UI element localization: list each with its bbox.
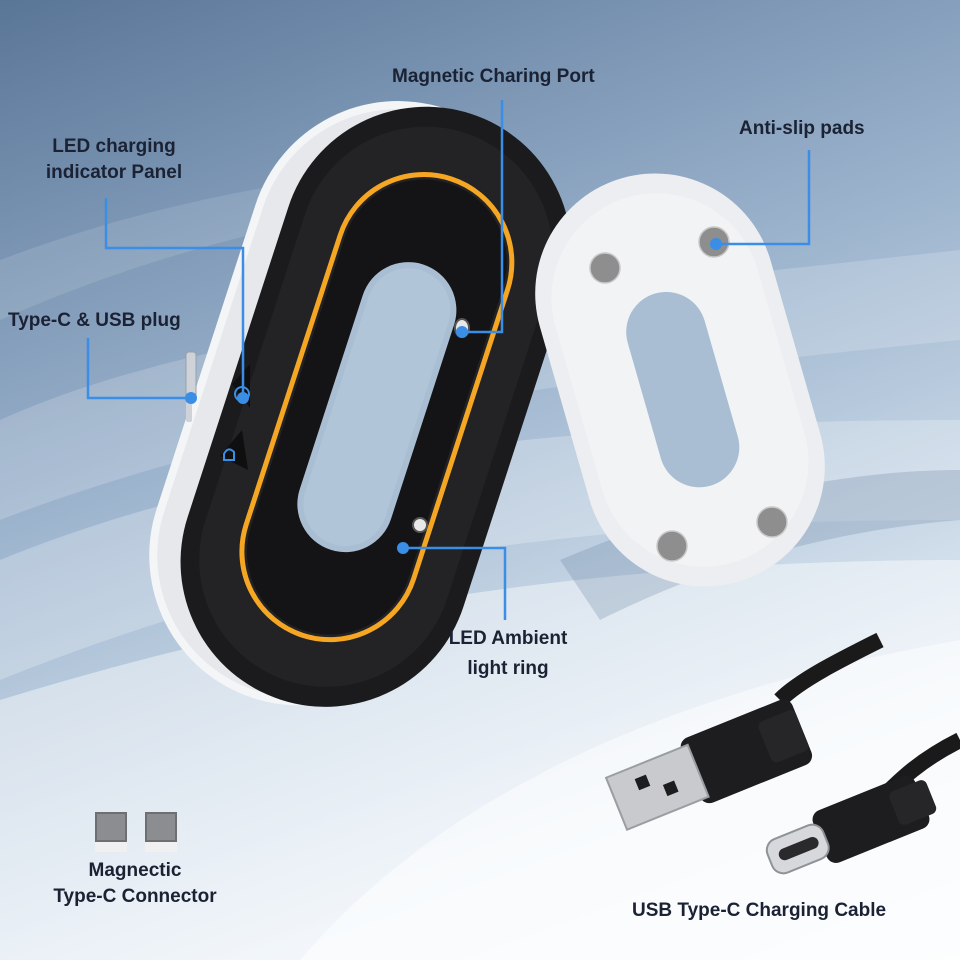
anti-slip-pad <box>656 530 688 562</box>
label-usb-cable: USB Type-C Charging Cable <box>632 900 887 921</box>
anti-slip-pad <box>589 252 621 284</box>
usb-a-plug <box>604 699 813 831</box>
label-led-indicator: LED charging indicator Panel <box>30 134 198 186</box>
label-led-indicator-line1: LED charging <box>52 136 176 157</box>
type-c-connector-icon <box>145 812 177 852</box>
label-led-ambient-line1: LED Ambient <box>448 628 568 649</box>
type-c-connector-icon <box>95 812 127 852</box>
label-magnetic-connector-line1: Magnectic <box>88 860 182 881</box>
led-ambient-ring <box>239 172 515 643</box>
typec-port-slot <box>186 402 192 422</box>
magnetic-pin-bottom <box>412 517 428 533</box>
label-led-ambient-line2: light ring <box>467 658 549 679</box>
type-c-plug <box>765 775 937 875</box>
label-led-indicator-line2: indicator Panel <box>45 162 183 183</box>
label-led-ambient: LED Ambient light ring <box>430 626 586 682</box>
label-anti-slip-pads: Anti-slip pads <box>739 118 865 139</box>
handheld-icon <box>223 448 235 461</box>
label-magnetic-port: Magnetic Charing Port <box>392 66 595 87</box>
label-magnetic-connector-line2: Type-C Connector <box>53 886 217 907</box>
base-plate-cutout <box>626 291 740 488</box>
label-magnetic-connector: Magnectic Type-C Connector <box>40 858 230 910</box>
anti-slip-pad <box>756 506 788 538</box>
label-typec-usb-plug: Type-C & USB plug <box>8 310 181 331</box>
